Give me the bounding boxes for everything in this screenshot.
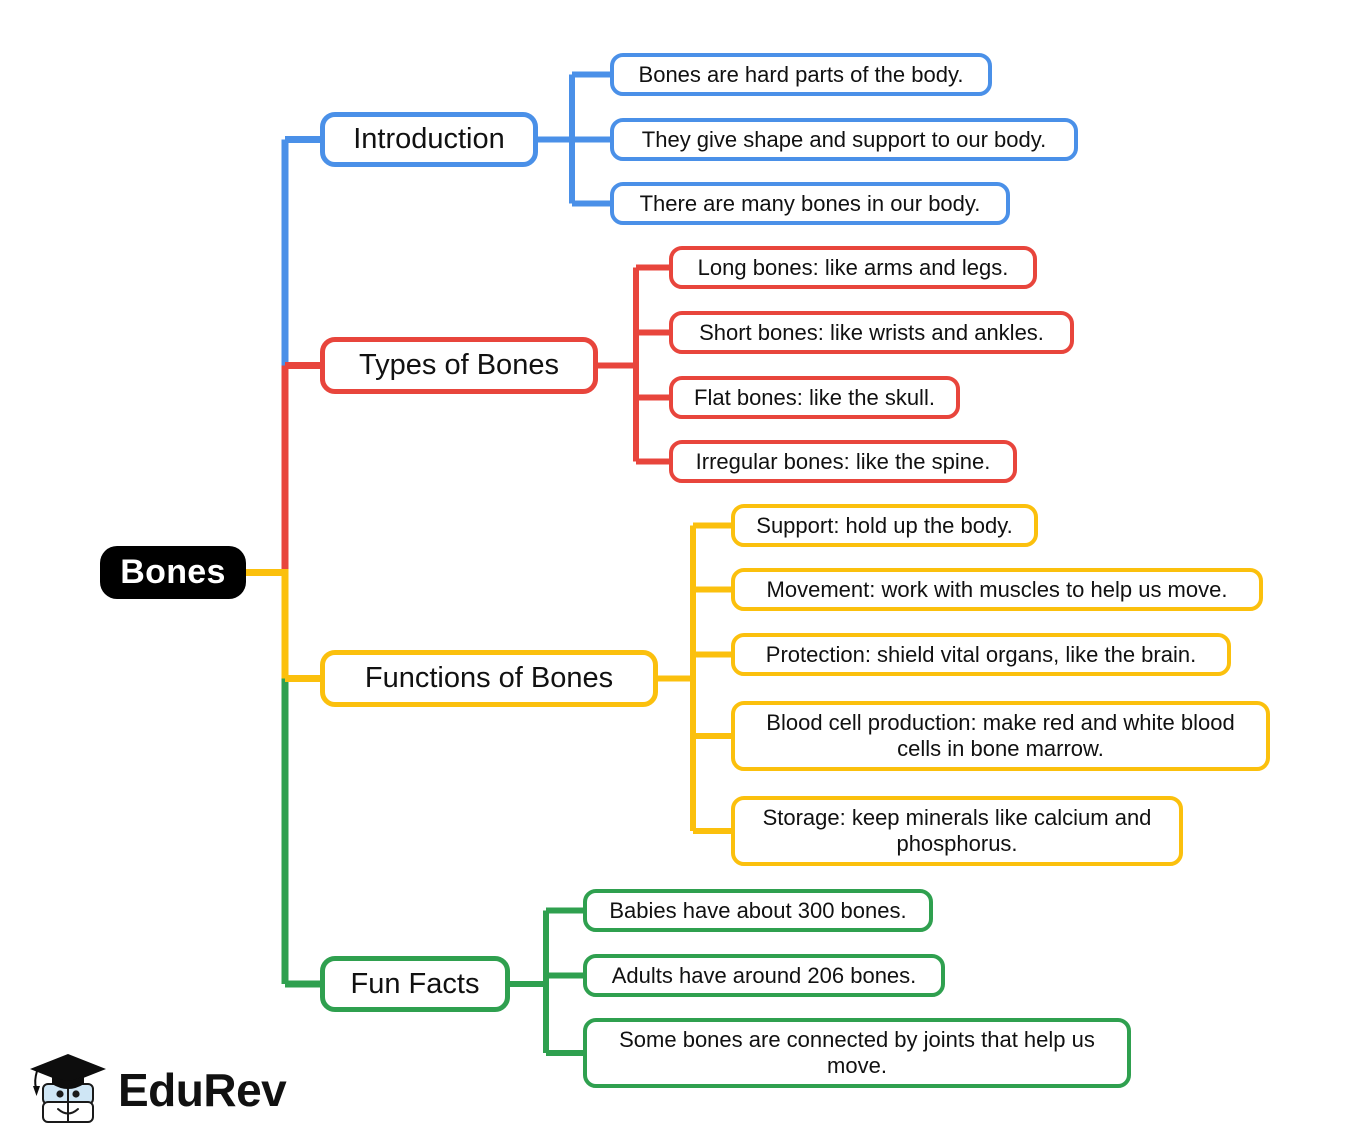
branch-node-functions-of-bones[interactable]: Functions of Bones [320, 650, 658, 707]
root-node-bones[interactable]: Bones [100, 546, 246, 599]
leaf-node[interactable]: Blood cell production: make red and whit… [731, 701, 1270, 771]
edurev-logo-text: EduRev [118, 1064, 287, 1116]
leaf-node[interactable]: Irregular bones: like the spine. [669, 440, 1017, 483]
leaf-node[interactable]: They give shape and support to our body. [610, 118, 1078, 161]
branch-node-types-of-bones[interactable]: Types of Bones [320, 337, 598, 394]
leaf-node[interactable]: Bones are hard parts of the body. [610, 53, 992, 96]
leaf-node[interactable]: There are many bones in our body. [610, 182, 1010, 225]
leaf-node[interactable]: Flat bones: like the skull. [669, 376, 960, 419]
branch-node-introduction[interactable]: Introduction [320, 112, 538, 167]
edurev-logo: EduRev [26, 1046, 287, 1134]
leaf-node[interactable]: Long bones: like arms and legs. [669, 246, 1037, 289]
branch-node-fun-facts[interactable]: Fun Facts [320, 956, 510, 1012]
leaf-node[interactable]: Some bones are connected by joints that … [583, 1018, 1131, 1088]
leaf-node[interactable]: Support: hold up the body. [731, 504, 1038, 547]
leaf-node[interactable]: Adults have around 206 bones. [583, 954, 945, 997]
leaf-node[interactable]: Babies have about 300 bones. [583, 889, 933, 932]
graduation-cap-book-mascot-icon [30, 1054, 106, 1123]
leaf-node[interactable]: Movement: work with muscles to help us m… [731, 568, 1263, 611]
leaf-node[interactable]: Short bones: like wrists and ankles. [669, 311, 1074, 354]
leaf-node[interactable]: Protection: shield vital organs, like th… [731, 633, 1231, 676]
leaf-node[interactable]: Storage: keep minerals like calcium and … [731, 796, 1183, 866]
